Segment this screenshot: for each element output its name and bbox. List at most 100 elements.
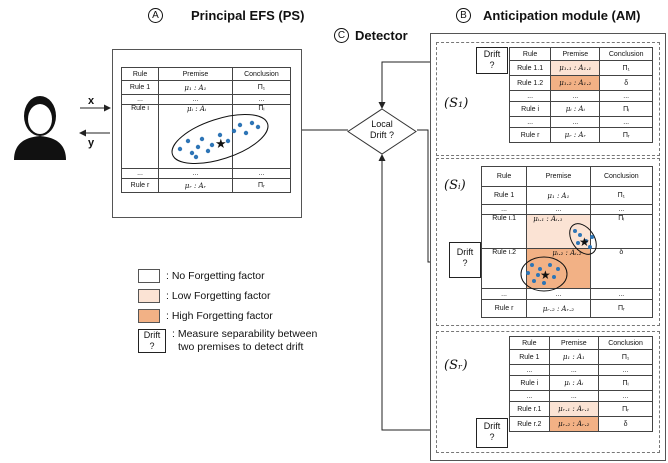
legend-label-low: : Low Forgetting factor bbox=[166, 290, 271, 302]
table-cell: δ bbox=[599, 75, 653, 91]
table-cell: δ bbox=[589, 248, 654, 289]
am-letter-badge: B bbox=[456, 8, 471, 23]
table-cell: Rule i.1 bbox=[480, 214, 528, 249]
detector-diamond bbox=[347, 108, 417, 155]
ps-col-rule: Rule bbox=[120, 67, 160, 81]
ps-col-conclusion: Conclusion bbox=[231, 67, 292, 81]
sr-drift-box: Drift ? bbox=[476, 418, 508, 448]
ps-header: A Principal EFS (PS) bbox=[148, 8, 304, 23]
table-cell: μ₁.₂ : A₁.₂ bbox=[550, 75, 601, 91]
table-cell: μᵣ.₁ : Aᵣ.₁ bbox=[548, 401, 600, 417]
table-cell: ... bbox=[509, 390, 550, 402]
ps-title: Principal EFS (PS) bbox=[191, 8, 305, 23]
table-cell: ... bbox=[599, 116, 653, 128]
table-cell: ... bbox=[526, 204, 591, 215]
s1-drift-box: Drift ? bbox=[476, 47, 508, 74]
table-cell: Rule 1.1 bbox=[508, 60, 552, 76]
svg-text:★: ★ bbox=[540, 268, 551, 282]
detector-header: C Detector bbox=[334, 28, 408, 43]
table-cell: Rule i bbox=[120, 104, 160, 169]
si-col-conclusion: Conclusion bbox=[589, 166, 654, 187]
table-cell: ... bbox=[598, 364, 653, 376]
table-cell: ... bbox=[120, 94, 160, 105]
table-cell: Πᵣ bbox=[589, 299, 654, 318]
table-cell: μᵢ.₁ : Aᵢ.₁ bbox=[526, 214, 591, 249]
si-label: (Sᵢ) bbox=[444, 178, 466, 193]
si-drift-box: Drift ? bbox=[449, 242, 481, 278]
table-cell: Π₁ bbox=[598, 349, 653, 365]
s1-drift-line1: Drift bbox=[483, 49, 501, 59]
table-cell: Rule 1 bbox=[120, 80, 160, 95]
table-cell: μᵢ : Aᵢ bbox=[548, 375, 600, 391]
table-cell: Rule r.1 bbox=[509, 401, 550, 417]
s1-label: (S₁) bbox=[444, 96, 469, 111]
table-cell: Rule 1 bbox=[480, 186, 528, 205]
legend-item-drift: Drift ? : Measure separability between t… bbox=[138, 328, 317, 362]
table-cell: ... bbox=[550, 116, 601, 128]
table-cell: ... bbox=[509, 364, 550, 376]
legend-drift-line1: : Measure separability between bbox=[172, 328, 318, 340]
table-cell: Π₁ bbox=[589, 186, 654, 205]
table-cell: μᵣ : Aᵣ bbox=[550, 127, 601, 143]
legend-item-high: : High Forgetting factor bbox=[138, 306, 317, 326]
sr-col-premise: Premise bbox=[548, 336, 600, 350]
legend-drift-box: Drift ? bbox=[138, 329, 166, 353]
si-cluster-2-plot: ★ bbox=[520, 256, 568, 292]
legend-swatch-none bbox=[138, 269, 160, 283]
table-cell: μᵣ : Aᵣ bbox=[158, 178, 233, 193]
si-drift-line2: ? bbox=[462, 258, 468, 268]
table-cell: Rule r bbox=[480, 299, 528, 318]
table-cell: Rule r bbox=[508, 127, 552, 143]
si-col-premise: Premise bbox=[526, 166, 591, 187]
table-cell: ... bbox=[120, 168, 160, 179]
am-title: Anticipation module (AM) bbox=[483, 8, 641, 23]
table-cell: μᵢ : Aᵢ bbox=[550, 101, 601, 117]
legend-drift-line2: two premises to detect drift bbox=[178, 341, 304, 353]
am-header: B Anticipation module (AM) bbox=[456, 8, 640, 23]
table-cell: Πᵣ bbox=[598, 401, 653, 417]
table-cell: ... bbox=[158, 94, 233, 105]
table-cell: Rule i bbox=[508, 101, 552, 117]
table-cell: μ₁ : A₁ bbox=[526, 186, 591, 205]
legend-item-low: : Low Forgetting factor bbox=[138, 286, 317, 306]
detector-label-line1: Local bbox=[371, 119, 393, 129]
s1-col-rule: Rule bbox=[508, 47, 552, 61]
legend: : No Forgetting factor : Low Forgetting … bbox=[138, 266, 317, 362]
legend-label-high: : High Forgetting factor bbox=[166, 310, 273, 322]
si-col-rule: Rule bbox=[480, 166, 528, 187]
table-cell: μᵣ.₂ : Aᵣ.₂ bbox=[526, 299, 591, 318]
s1-drift-line2: ? bbox=[489, 60, 495, 70]
sr-drift-line1: Drift bbox=[483, 421, 501, 431]
legend-swatch-high bbox=[138, 309, 160, 323]
table-cell: Πᵣ bbox=[231, 178, 292, 193]
sr-drift-line2: ? bbox=[489, 432, 495, 442]
table-cell: ... bbox=[599, 90, 653, 102]
table-cell: Πᵣ bbox=[599, 127, 653, 143]
table-cell: Rule 1.2 bbox=[508, 75, 552, 91]
table-cell: μ₁.₁ : A₁.₁ bbox=[550, 60, 601, 76]
y-label: y bbox=[88, 137, 95, 149]
ps-cluster-plot: ★ bbox=[171, 113, 269, 165]
table-cell: δ bbox=[598, 416, 653, 432]
sr-label: (Sᵣ) bbox=[444, 358, 468, 373]
sr-col-conclusion: Conclusion bbox=[598, 336, 653, 350]
table-cell: ... bbox=[480, 204, 528, 215]
table-cell: ... bbox=[550, 90, 601, 102]
s1-col-premise: Premise bbox=[550, 47, 601, 61]
ps-col-premise: Premise bbox=[158, 67, 233, 81]
table-cell: Π₁ bbox=[599, 60, 653, 76]
legend-drift-text: : Measure separability between two premi… bbox=[172, 328, 317, 354]
legend-item-none: : No Forgetting factor bbox=[138, 266, 317, 286]
table-cell: μᵣ.₂ : Aᵣ.₂ bbox=[548, 416, 600, 432]
table-cell: μ₁ : A₁ bbox=[158, 80, 233, 95]
svg-text:★: ★ bbox=[579, 235, 590, 249]
table-cell: Πᵢ bbox=[598, 375, 653, 391]
table-cell: ... bbox=[231, 168, 292, 179]
si-cluster-1-plot: ★ bbox=[569, 223, 597, 255]
table-cell: ... bbox=[598, 390, 653, 402]
table-cell: Rule r bbox=[120, 178, 160, 193]
table-cell: Rule i bbox=[509, 375, 550, 391]
